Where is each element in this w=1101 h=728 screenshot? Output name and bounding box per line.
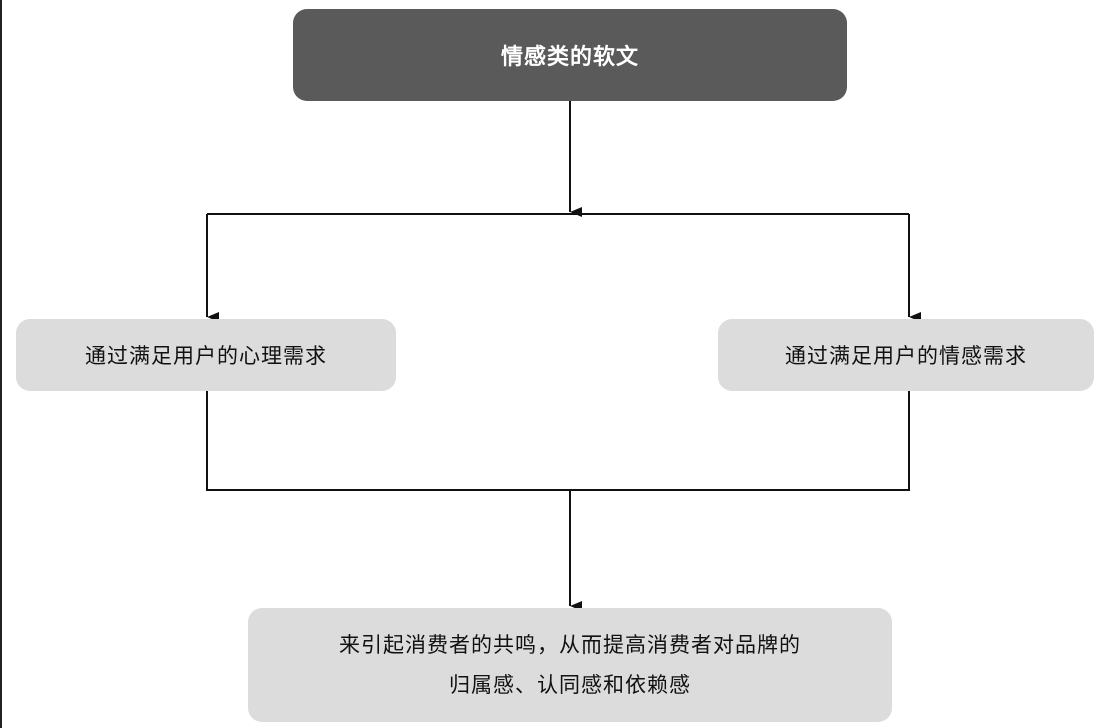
root-node-label: 情感类的软文 [500,45,639,70]
result-node-line-2: 归属感、认同感和依赖感 [449,673,691,697]
root-node: 情感类的软文 [293,9,847,101]
page-edge-line [0,0,2,728]
branch-node-psychological-label: 通过满足用户的心理需求 [85,344,327,368]
branch-node-emotional: 通过满足用户的情感需求 [718,319,1094,391]
result-node-line-1: 来引起消费者的共鸣，从而提高消费者对品牌的 [339,633,801,657]
branch-node-psychological: 通过满足用户的心理需求 [16,319,396,391]
result-node: 来引起消费者的共鸣，从而提高消费者对品牌的 归属感、认同感和依赖感 [248,608,892,722]
branch-node-emotional-label: 通过满足用户的情感需求 [785,344,1027,368]
